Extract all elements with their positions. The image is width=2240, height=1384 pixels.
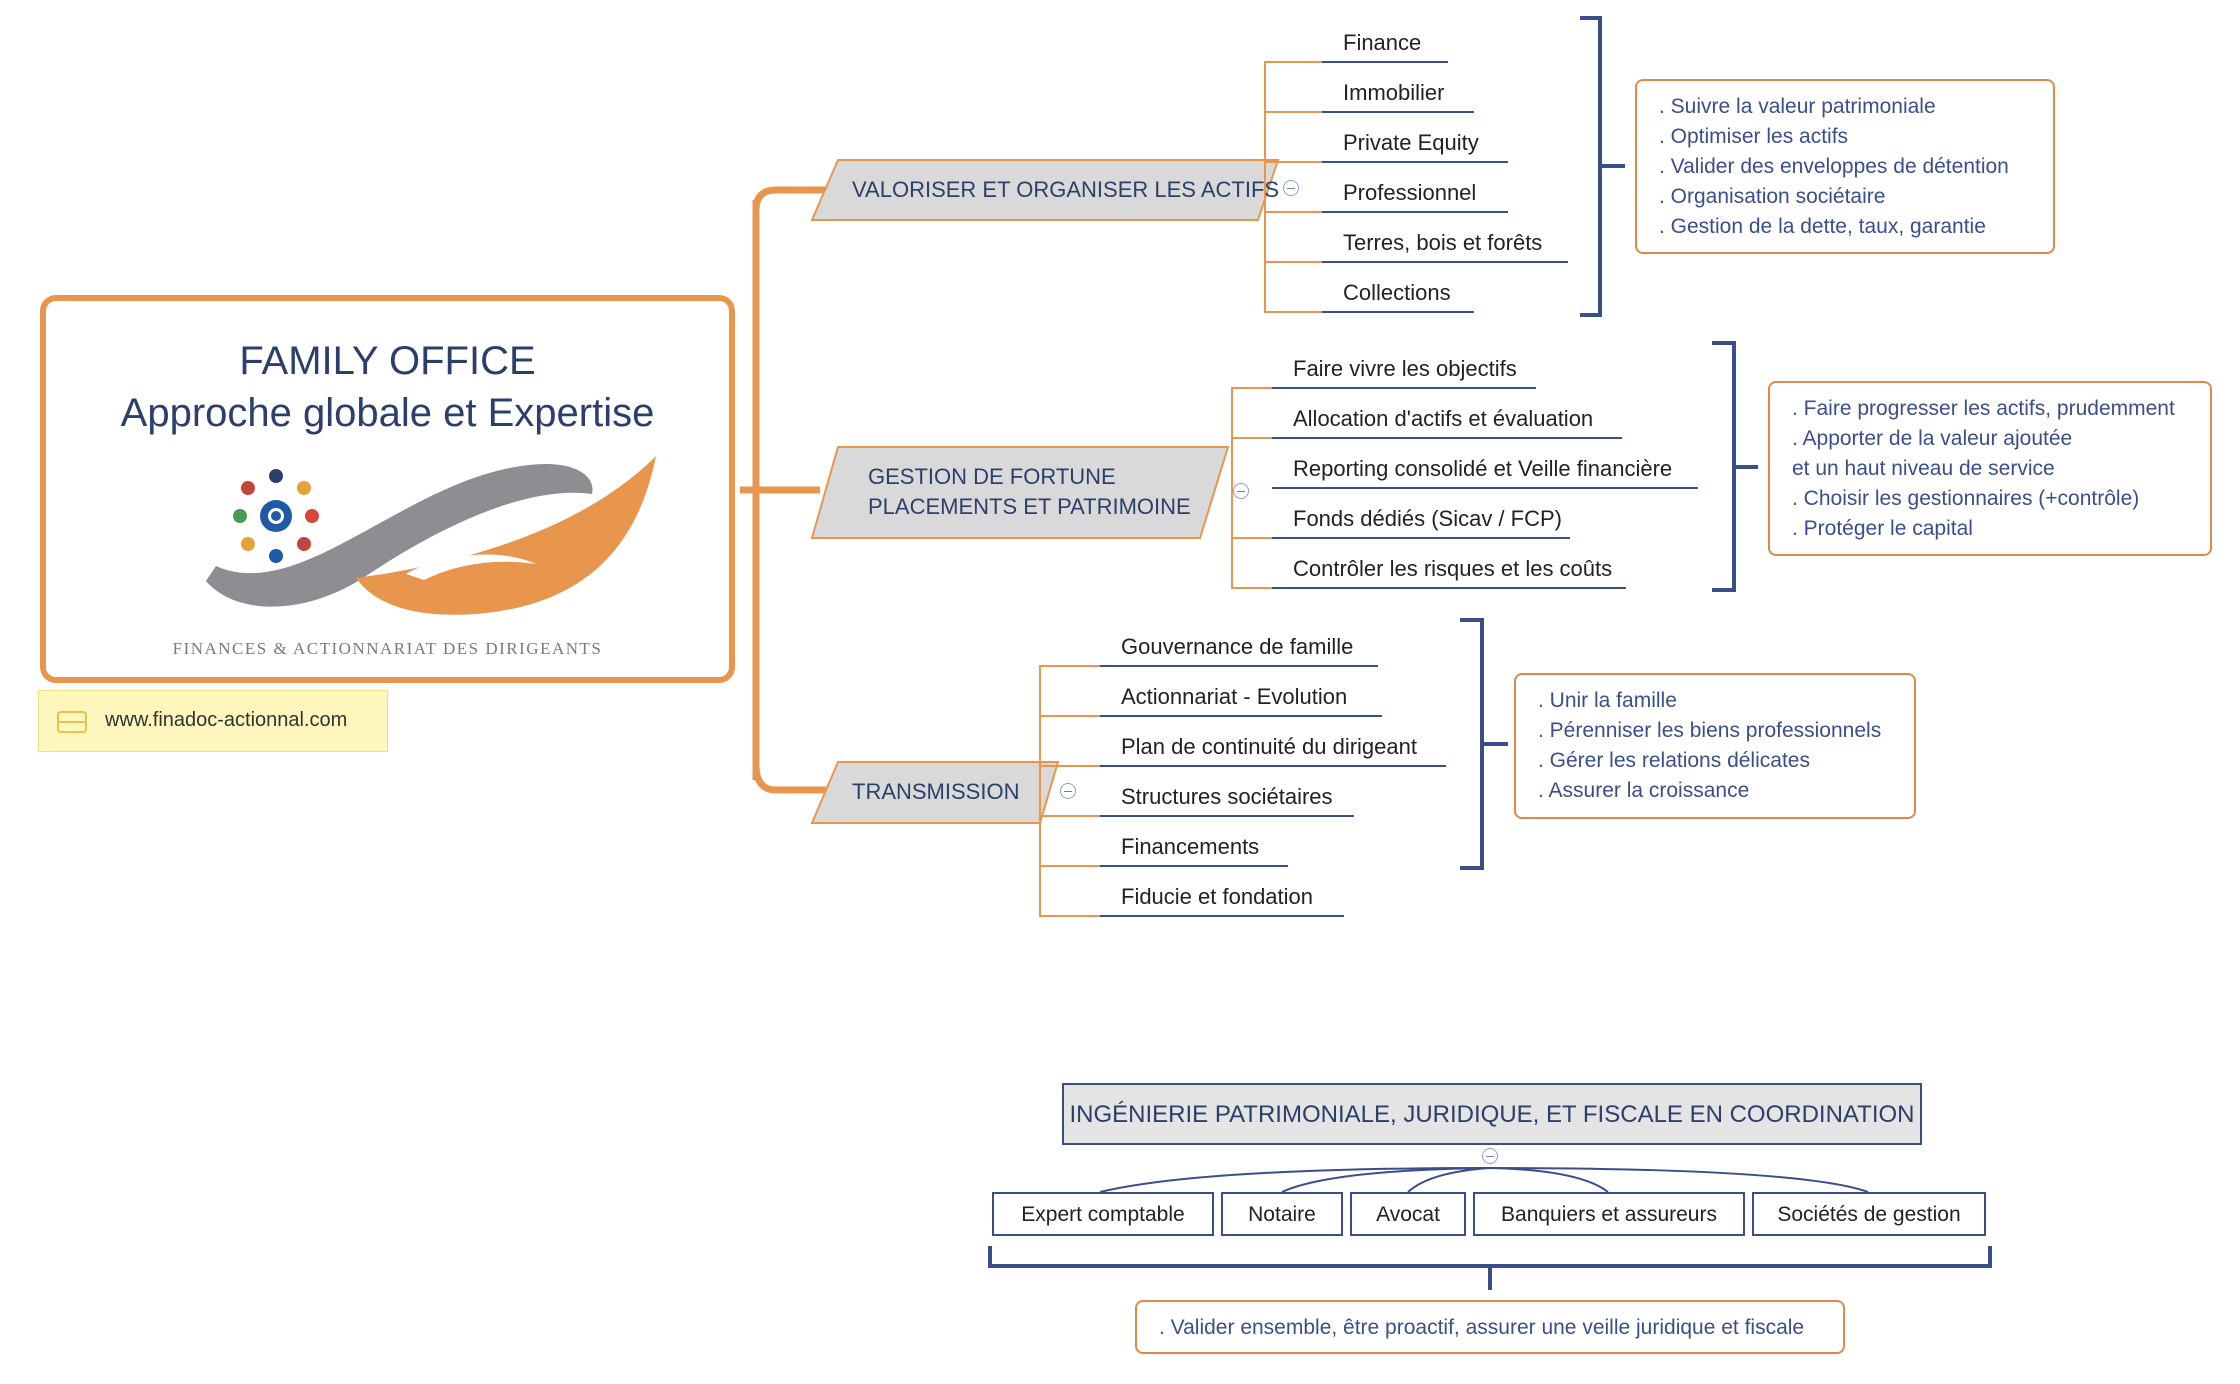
summary-item: . Optimiser les actifs xyxy=(1659,125,1849,148)
subtopic[interactable]: Finance xyxy=(1343,30,1422,55)
collapse-button[interactable] xyxy=(1233,483,1249,499)
bracket-3 xyxy=(1460,618,1508,870)
subtopic[interactable]: Professionnel xyxy=(1343,180,1477,205)
ingenierie-topic[interactable]: INGÉNIERIE PATRIMONIALE, JURIDIQUE, ET F… xyxy=(1062,1083,1922,1145)
branch3-underlines xyxy=(1100,665,1446,917)
topic-shape-gestion xyxy=(810,446,1230,539)
subtopic[interactable]: Immobilier xyxy=(1343,80,1445,105)
central-subtitle: Approche globale et Expertise xyxy=(120,391,655,435)
summary-box-gestion[interactable]: . Faire progresser les actifs, prudemmen… xyxy=(1768,381,2212,556)
summary-item: . Assurer la croissance xyxy=(1538,779,1750,802)
subtopic[interactable]: Contrôler les risques et les coûts xyxy=(1293,556,1613,581)
subtopic[interactable]: Plan de continuité du dirigeant xyxy=(1121,734,1417,759)
logo-people-icon xyxy=(233,469,319,563)
logo-grey-swoosh xyxy=(206,464,593,607)
bracket-1 xyxy=(1580,16,1625,317)
ingenierie-title: INGÉNIERIE PATRIMONIALE, JURIDIQUE, ET F… xyxy=(1069,1101,1915,1128)
summary-box-transmission[interactable]: . Unir la famille . Pérenniser les biens… xyxy=(1514,673,1916,819)
summary-item: . Protéger le capital xyxy=(1792,517,1973,540)
summary-item: . Apporter de la valeur ajoutée xyxy=(1792,427,2073,450)
logo-white-hook xyxy=(406,554,536,580)
subtopic[interactable]: Allocation d'actifs et évaluation xyxy=(1293,406,1594,431)
central-topic[interactable]: FAMILY OFFICE Approche globale et Expert… xyxy=(40,295,735,683)
summary-box-ingenierie[interactable]: . Valider ensemble, être proactif, assur… xyxy=(1135,1300,1845,1354)
partner-label: Notaire xyxy=(1248,1203,1316,1226)
summary-item: . Choisir les gestionnaires (+contrôle) xyxy=(1792,487,2140,510)
summary-item: . Valider ensemble, être proactif, assur… xyxy=(1159,1316,1805,1339)
summary-item: . Gérer les relations délicates xyxy=(1538,749,1810,772)
topic-gestion-line2[interactable]: PLACEMENTS ET PATRIMOINE xyxy=(868,494,1191,519)
central-title: FAMILY OFFICE xyxy=(239,339,536,383)
partner-box[interactable]: Avocat xyxy=(1350,1192,1466,1236)
subtopic[interactable]: Financements xyxy=(1121,834,1260,859)
url-note[interactable]: www.finadoc-actionnal.com xyxy=(38,690,388,752)
branch3-connectors xyxy=(1039,665,1100,917)
subtopic[interactable]: Gouvernance de famille xyxy=(1121,634,1354,659)
subtopic[interactable]: Structures sociétaires xyxy=(1121,784,1333,809)
subtopic[interactable]: Collections xyxy=(1343,280,1451,305)
collapse-button[interactable] xyxy=(1060,783,1076,799)
url-text[interactable]: www.finadoc-actionnal.com xyxy=(105,709,348,731)
main-trunk xyxy=(740,186,830,794)
subtopic[interactable]: Fiducie et fondation xyxy=(1121,884,1314,909)
summary-item: . Organisation sociétaire xyxy=(1659,185,1886,208)
collapse-button[interactable] xyxy=(1482,1148,1498,1164)
partner-box[interactable]: Expert comptable xyxy=(992,1192,1214,1236)
partner-box[interactable]: Notaire xyxy=(1221,1192,1343,1236)
subtopic[interactable]: Faire vivre les objectifs xyxy=(1293,356,1517,381)
summary-box-valoriser[interactable]: . Suivre la valeur patrimoniale . Optimi… xyxy=(1635,79,2055,254)
summary-item: . Faire progresser les actifs, prudemmen… xyxy=(1792,397,2175,420)
subtopic[interactable]: Actionnariat - Evolution xyxy=(1121,684,1348,709)
bracket-2 xyxy=(1712,341,1758,592)
partner-label: Banquiers et assureurs xyxy=(1501,1203,1717,1226)
topic-gestion-line1[interactable]: GESTION DE FORTUNE xyxy=(868,464,1116,489)
branch1-connectors xyxy=(1264,61,1322,313)
summary-item: . Valider des enveloppes de détention xyxy=(1659,155,2009,178)
subtopic[interactable]: Private Equity xyxy=(1343,130,1479,155)
partner-label: Sociétés de gestion xyxy=(1777,1203,1961,1226)
subtopic[interactable]: Fonds dédiés (Sicav / FCP) xyxy=(1293,506,1562,531)
summary-item: . Gestion de la dette, taux, garantie xyxy=(1659,215,1986,238)
central-tagline: FINANCES & ACTIONNARIAT DES DIRIGEANTS xyxy=(172,639,603,658)
topic-shape-valoriser xyxy=(810,159,1280,221)
partner-label: Expert comptable xyxy=(1021,1203,1185,1226)
branch2-underlines xyxy=(1272,387,1698,589)
summary-item: . Unir la famille xyxy=(1538,689,1677,712)
subtopic[interactable]: Terres, bois et forêts xyxy=(1343,230,1543,255)
partner-box[interactable]: Banquiers et assureurs xyxy=(1473,1192,1745,1236)
partner-label: Avocat xyxy=(1376,1203,1440,1226)
summary-item: . Pérenniser les biens professionnels xyxy=(1538,719,1882,742)
partner-box[interactable]: Sociétés de gestion xyxy=(1752,1192,1986,1236)
subtopic[interactable]: Reporting consolidé et Veille financière xyxy=(1293,456,1673,481)
summary-item: . Suivre la valeur patrimoniale xyxy=(1659,95,1936,118)
branch2-connectors xyxy=(1231,387,1272,589)
note-icon xyxy=(57,711,87,733)
summary-item: et un haut niveau de service xyxy=(1792,457,2055,480)
bracket-ingenierie xyxy=(988,1246,1992,1290)
finadoc-logo xyxy=(206,456,656,615)
topic-transmission[interactable]: TRANSMISSION xyxy=(852,779,1020,804)
topic-valoriser[interactable]: VALORISER ET ORGANISER LES ACTIFS xyxy=(852,177,1280,202)
ingenierie-connectors xyxy=(1099,1167,1869,1193)
branch1-underlines xyxy=(1322,61,1568,313)
collapse-button[interactable] xyxy=(1283,180,1299,196)
